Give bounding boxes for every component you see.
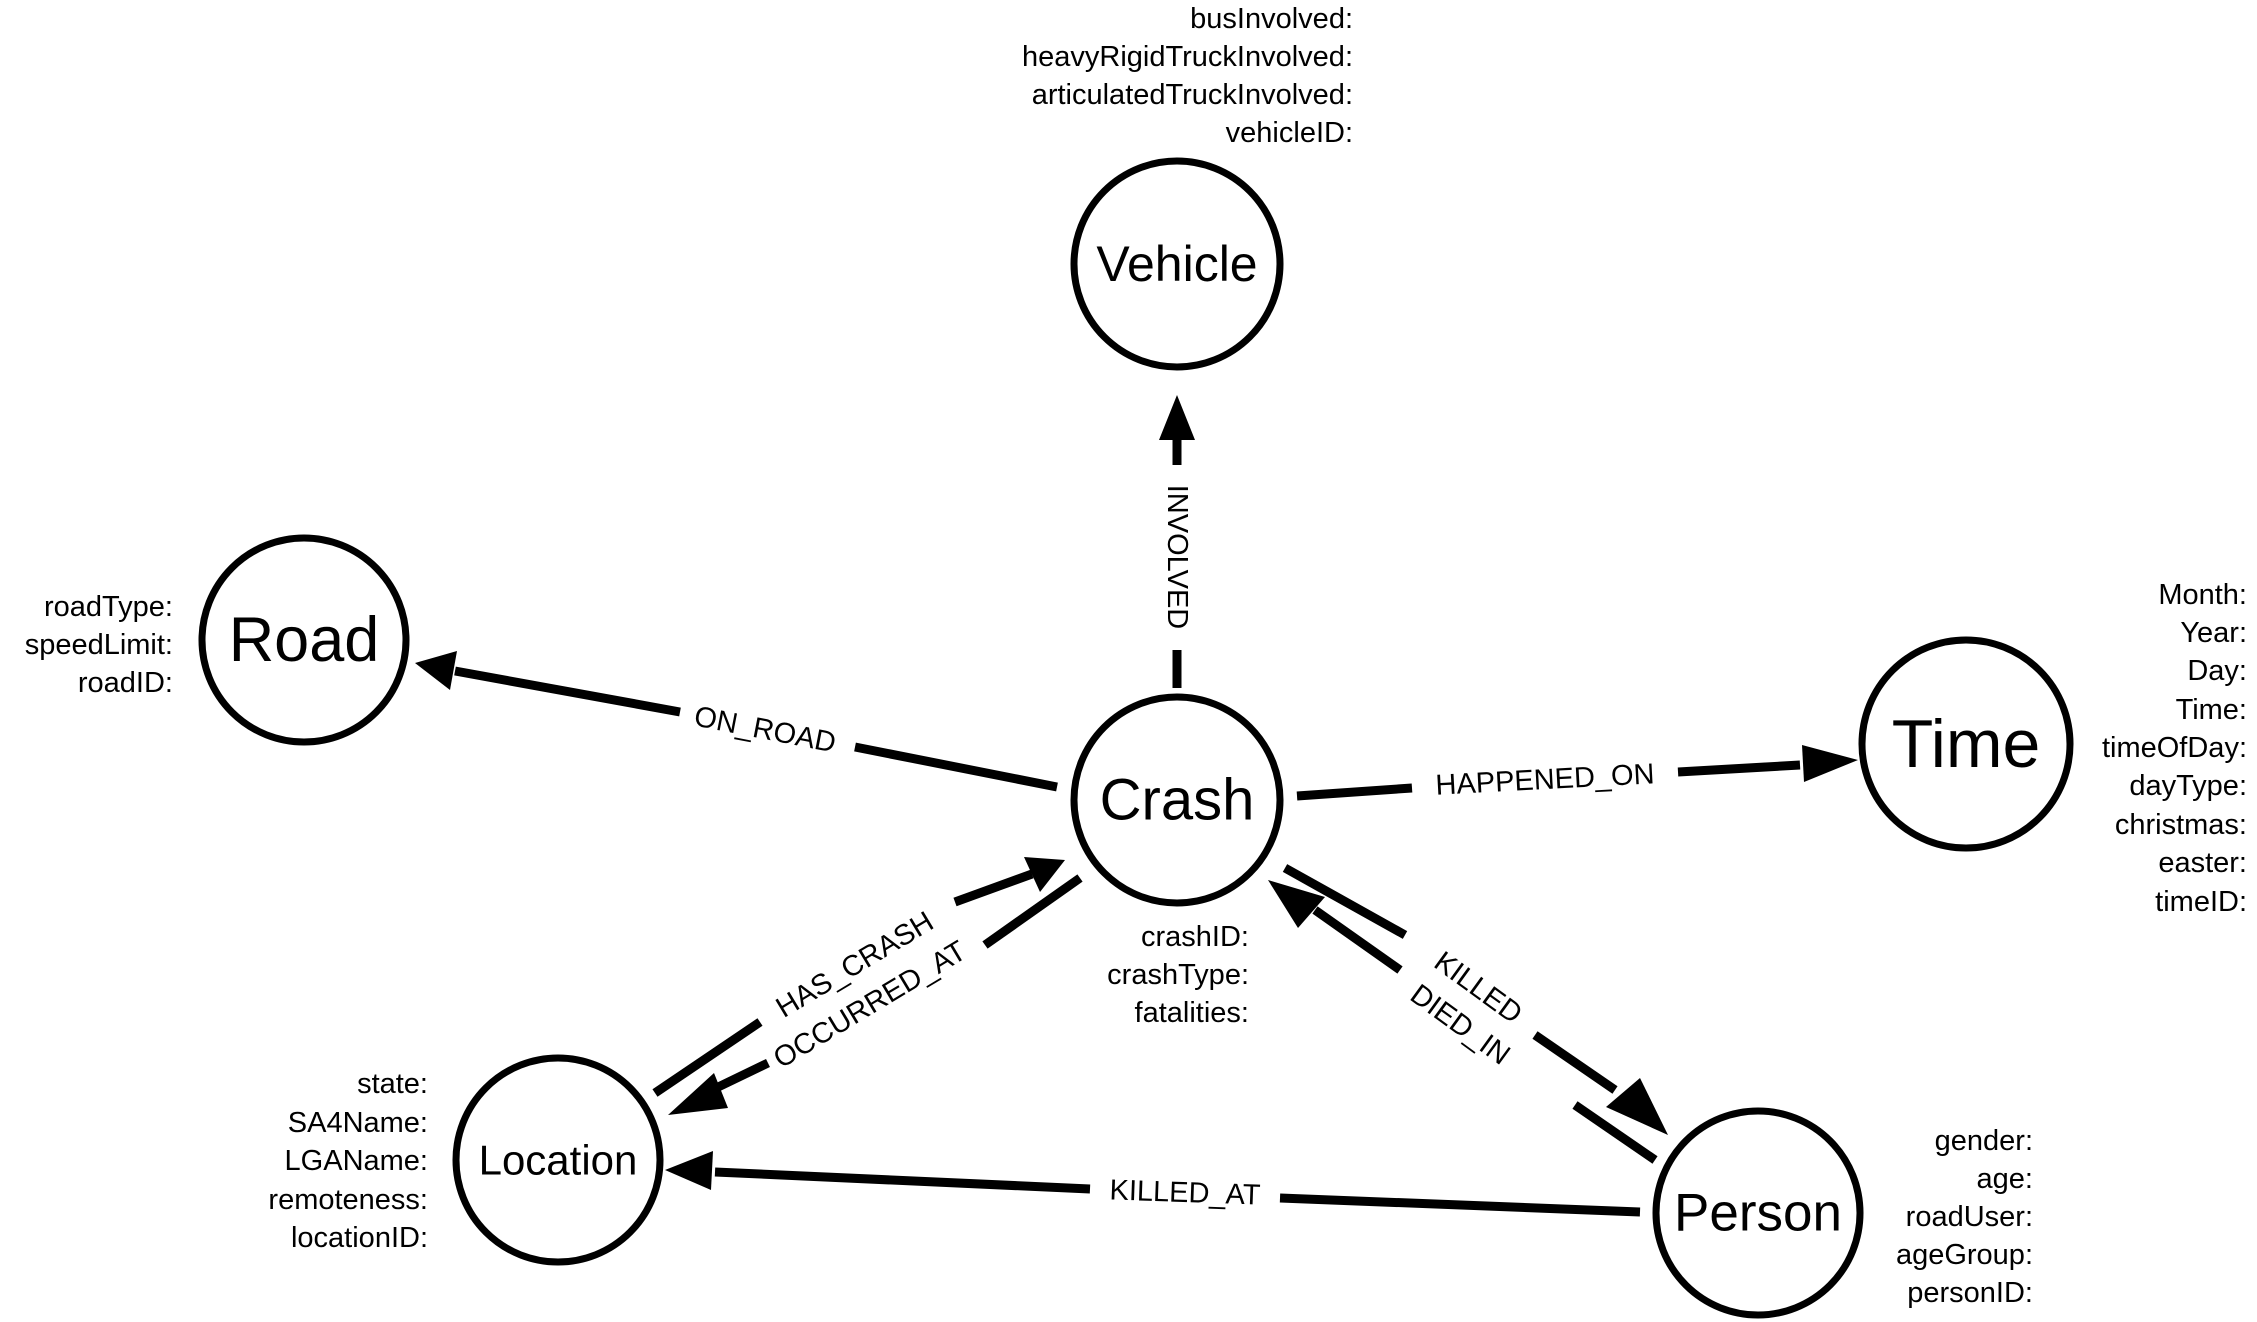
edge-involved: INVOLVED — [1159, 395, 1195, 688]
edge-label-happened-on: HAPPENED_ON — [1435, 758, 1656, 801]
node-label-road: Road — [229, 605, 380, 675]
property-label: LGAName: — [285, 1145, 428, 1177]
node-label-location: Location — [479, 1137, 638, 1184]
node-road[interactable]: Road — [198, 534, 410, 746]
edge-killed-at: KILLED_AT — [665, 1151, 1641, 1217]
property-label: christmas: — [2115, 809, 2247, 841]
edge-happened-on: HAPPENED_ON — [1296, 745, 1858, 802]
node-label-crash: Crash — [1100, 768, 1255, 833]
edge-label-killed-at: KILLED_AT — [1109, 1174, 1261, 1211]
edge-has-crash: HAS_CRASH — [652, 857, 1065, 1097]
property-label: busInvolved: — [1190, 3, 1353, 35]
property-label: SA4Name: — [288, 1107, 428, 1139]
property-label: roadType: — [44, 591, 173, 623]
node-label-time: Time — [1892, 706, 2041, 782]
node-person[interactable]: Person — [1652, 1107, 1864, 1319]
edge-label-on-road: ON_ROAD — [692, 701, 839, 760]
property-label: dayType: — [2129, 770, 2247, 802]
property-label: Year: — [2180, 617, 2247, 649]
road-properties: roadType: speedLimit: roadID: — [25, 591, 173, 699]
node-vehicle[interactable]: Vehicle — [1070, 157, 1284, 371]
property-label: fatalities: — [1135, 997, 1249, 1029]
property-label: articulatedTruckInvolved: — [1032, 79, 1353, 111]
property-label: Time: — [2176, 694, 2247, 726]
node-label-vehicle: Vehicle — [1096, 236, 1257, 292]
property-label: locationID: — [291, 1222, 428, 1254]
edge-on-road: ON_ROAD — [415, 651, 1058, 792]
location-properties: state: SA4Name: LGAName: remoteness: loc… — [268, 1068, 428, 1254]
time-properties: Month: Year: Day: Time: timeOfDay: dayTy… — [2102, 579, 2247, 918]
property-label: Month: — [2158, 579, 2247, 611]
property-label: roadUser: — [1906, 1201, 2033, 1233]
node-crash[interactable]: Crash — [1070, 693, 1284, 907]
property-label: personID: — [1907, 1277, 2033, 1309]
property-label: crashType: — [1107, 959, 1249, 991]
property-label: remoteness: — [268, 1184, 428, 1216]
edge-killed: KILLED — [1282, 864, 1668, 1135]
person-properties: gender: age: roadUser: ageGroup: personI… — [1896, 1125, 2033, 1309]
vehicle-properties: busInvolved: heavyRigidTruckInvolved: ar… — [1022, 3, 1353, 149]
node-time[interactable]: Time — [1858, 636, 2074, 852]
property-label: vehicleID: — [1226, 117, 1353, 149]
node-location[interactable]: Location — [452, 1054, 664, 1266]
property-label: crashID: — [1141, 921, 1249, 953]
property-label: gender: — [1935, 1125, 2033, 1157]
edge-label-involved: INVOLVED — [1161, 485, 1193, 630]
property-label: heavyRigidTruckInvolved: — [1022, 41, 1353, 73]
crash-properties: crashID: crashType: fatalities: — [1107, 921, 1249, 1029]
property-label: age: — [1977, 1163, 2033, 1195]
property-label: timeID: — [2155, 886, 2247, 918]
property-label: easter: — [2158, 847, 2247, 879]
property-label: timeOfDay: — [2102, 732, 2247, 764]
property-label: speedLimit: — [25, 629, 173, 661]
property-label: ageGroup: — [1896, 1239, 2033, 1271]
property-label: roadID: — [78, 667, 173, 699]
edge-died-in: DIED_IN — [1268, 880, 1658, 1164]
node-label-person: Person — [1674, 1184, 1842, 1243]
property-label: Day: — [2187, 655, 2247, 687]
property-label: state: — [357, 1068, 428, 1100]
edge-occurred-at: OCCURRED_AT — [668, 874, 1083, 1115]
